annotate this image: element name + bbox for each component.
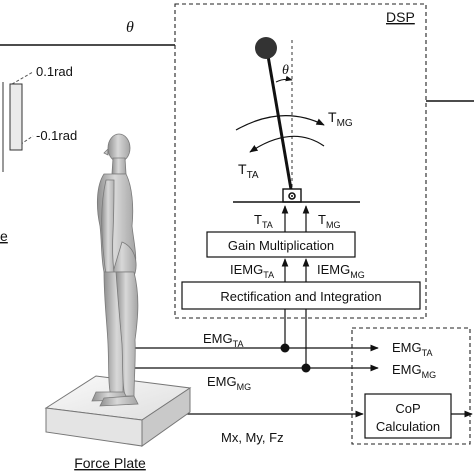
cop-label-line1: CoP: [395, 401, 420, 416]
emg-mg-output-label: EMGMG: [392, 362, 436, 380]
gain-multiplication-label: Gain Multiplication: [228, 238, 334, 253]
input-label-mg: TMG: [318, 212, 340, 230]
dsp-label: DSP: [386, 9, 415, 25]
scale-label-low: -0.1rad: [36, 128, 77, 143]
scale-tick-top: [11, 71, 34, 85]
pendulum-mass: [255, 37, 277, 59]
emg-ta-input-label: EMGTA: [203, 331, 243, 349]
cop-label-line2: Calculation: [376, 419, 440, 434]
gain-multiplication-block: [206, 231, 356, 258]
human-figure: [91, 133, 139, 407]
iemg-label-mg: IEMGMG: [317, 262, 365, 280]
angle-symbol-top: θ: [126, 19, 134, 36]
dsp-box: [174, 3, 427, 319]
cop-calculation-block: [364, 393, 452, 439]
emg-mg-input-label: EMGMG: [207, 374, 251, 392]
emg-ta-output-label: EMGTA: [392, 340, 432, 358]
iemg-label-ta: IEMGTA: [230, 262, 274, 280]
output-box: [351, 327, 471, 445]
rectification-block: [181, 281, 421, 310]
torque-arc-ta: [249, 135, 325, 153]
force-plate-side: [141, 387, 191, 447]
input-label-ta: TTA: [254, 212, 273, 230]
scale-bar: [9, 83, 23, 151]
torque-label-ta: TTA: [238, 161, 259, 181]
rectification-label: Rectification and Integration: [220, 289, 381, 304]
left-cut-label: e: [0, 228, 8, 244]
emg-mg-junction: [301, 363, 311, 373]
angle-symbol-pendulum: θ: [282, 63, 289, 78]
pivot-joint-center: [291, 195, 293, 197]
pendulum-rod: [265, 49, 294, 196]
scale-label-high: 0.1rad: [36, 64, 73, 79]
emg-ta-junction: [280, 343, 290, 353]
torque-arc-mg: [235, 115, 325, 131]
force-plate-label: Force Plate: [74, 455, 146, 471]
torque-label-mg: TMG: [328, 109, 353, 129]
angle-arc: [275, 75, 293, 83]
force-signals-label: Mx, My, Fz: [221, 430, 284, 445]
